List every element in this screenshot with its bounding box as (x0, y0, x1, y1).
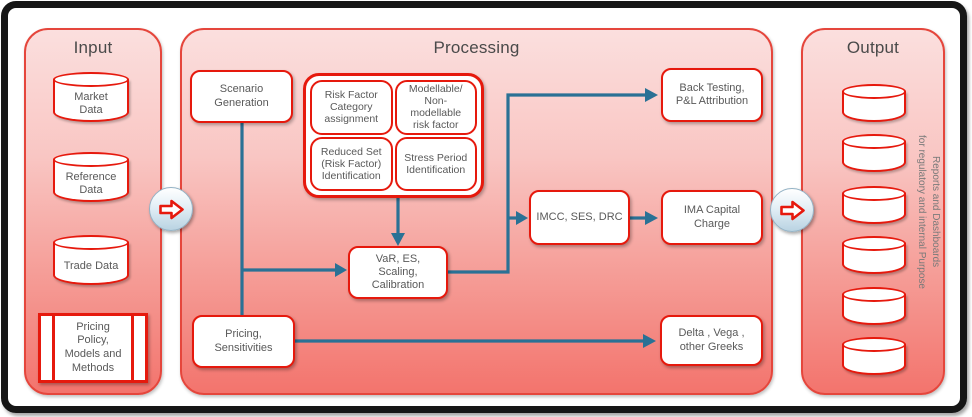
scenario-generation-label: Scenario Generation (214, 83, 269, 109)
processing-panel-title: Processing (433, 38, 520, 57)
output-side-note: Reports and Dashboards for regulatory an… (906, 28, 942, 395)
cylinder-top (53, 235, 129, 250)
side-note-line1: Reports and Dashboards (930, 155, 941, 268)
modellable-node: Modellable/ Non- modellable risk factor (394, 80, 477, 135)
reference-data-label: Reference Data (65, 170, 117, 196)
cylinder-top (842, 186, 906, 201)
pricing-policy-box: Pricing Policy, Models and Methods (38, 313, 148, 383)
market-data-label: Market Data (74, 90, 108, 116)
cylinder-top (842, 287, 906, 302)
cylinder-top (842, 84, 906, 99)
input-panel-title: Input (73, 38, 113, 57)
risk-factor-group-box: Risk Factor Category assignment Modellab… (303, 73, 484, 198)
back-testing-label: Back Testing, P&L Attribution (675, 81, 749, 107)
greeks-node: Delta , Vega , other Greeks (660, 315, 763, 366)
back-testing-node: Back Testing, P&L Attribution (661, 68, 763, 122)
cylinder-top (842, 337, 906, 352)
imcc-ses-drc-node: IMCC, SES, DRC (529, 190, 630, 245)
output-cylinder (842, 337, 906, 375)
pricing-sensitivities-label: Pricing, Sensitivities (214, 328, 273, 354)
pricing-sensitivities-node: Pricing, Sensitivities (192, 315, 295, 368)
greeks-label: Delta , Vega , other Greeks (678, 327, 745, 353)
reduced-set-label: Reduced Set (Risk Factor) Identification (320, 145, 382, 182)
var-es-label: VaR, ES, Scaling, Calibration (371, 252, 425, 292)
risk-factor-category-node: Risk Factor Category assignment (310, 80, 393, 135)
output-cylinder (842, 186, 906, 224)
output-cylinder (842, 236, 906, 274)
var-es-node: VaR, ES, Scaling, Calibration (348, 246, 448, 299)
cylinder-top (842, 134, 906, 149)
cylinder-top (53, 72, 129, 87)
reduced-set-node: Reduced Set (Risk Factor) Identification (310, 136, 393, 191)
scenario-generation-node: Scenario Generation (190, 70, 293, 123)
input-to-processing-arrow-icon (149, 187, 193, 231)
stress-period-node: Stress Period Identification (394, 136, 477, 191)
trade-data-label: Trade Data (63, 260, 119, 273)
output-cylinder (842, 287, 906, 325)
cylinder-top (842, 236, 906, 251)
cylinder-body (53, 242, 129, 285)
imcc-ses-drc-label: IMCC, SES, DRC (536, 210, 623, 223)
ima-capital-charge-label: IMA Capital Charge (683, 204, 741, 230)
modellable-label: Modellable/ Non- modellable risk factor (408, 83, 463, 132)
output-cylinder (842, 84, 906, 122)
side-note-line2: for regulatory and internal Purpose (916, 134, 927, 289)
trade-data-cylinder: Trade Data (53, 235, 129, 285)
reference-data-cylinder: Reference Data (53, 152, 129, 202)
cylinder-top (53, 152, 129, 167)
risk-factor-category-label: Risk Factor Category assignment (324, 89, 379, 126)
ima-capital-charge-node: IMA Capital Charge (661, 190, 763, 245)
stress-period-label: Stress Period Identification (404, 151, 468, 176)
pricing-policy-label: Pricing Policy, Models and Methods (64, 320, 122, 374)
output-panel-title: Output (846, 38, 900, 57)
processing-to-output-arrow-icon (770, 188, 814, 232)
output-cylinder (842, 134, 906, 172)
market-data-cylinder: Market Data (53, 72, 129, 122)
